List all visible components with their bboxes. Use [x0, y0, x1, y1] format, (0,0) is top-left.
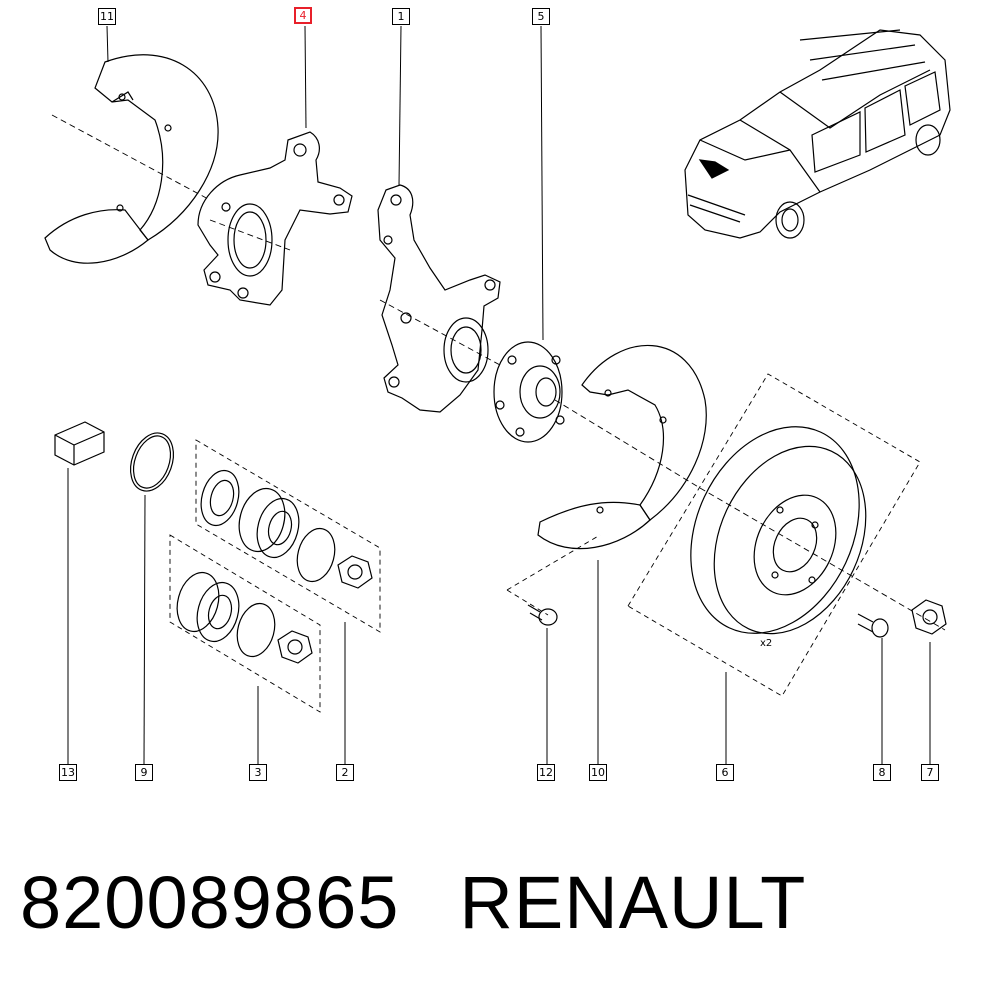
bearing-kit-3 — [176, 571, 313, 664]
part-number: 820089865 — [20, 861, 400, 944]
bolt-12 — [527, 604, 558, 626]
grease-cap — [54, 421, 105, 466]
callout-9: 9 — [135, 764, 153, 781]
steering-knuckle-highlighted — [197, 131, 353, 306]
callout-4-highlighted: 4 — [294, 7, 312, 24]
callout-13: 13 — [59, 764, 77, 781]
callout-8: 8 — [873, 764, 891, 781]
callout-12: 12 — [537, 764, 555, 781]
nut-7 — [911, 599, 947, 635]
axis-lines — [51, 114, 946, 631]
callout-5: 5 — [532, 8, 550, 25]
callout-2: 2 — [336, 764, 354, 781]
vehicle-illustration — [684, 29, 951, 239]
snap-ring — [129, 432, 175, 492]
callout-7: 7 — [921, 764, 939, 781]
brand-name: RENAULT — [459, 861, 807, 944]
bearing-kit-2 — [200, 469, 373, 589]
bolt-8 — [857, 613, 889, 638]
leader-lines — [67, 25, 931, 765]
backing-plate-right — [537, 344, 707, 550]
callout-6: 6 — [716, 764, 734, 781]
kit-boxes — [169, 373, 921, 713]
callout-11: 11 — [98, 8, 116, 25]
steering-knuckle — [377, 184, 501, 413]
backing-plate-left — [44, 54, 219, 264]
wheel-hub — [493, 341, 565, 443]
callout-3: 3 — [249, 764, 267, 781]
callout-1: 1 — [392, 8, 410, 25]
quantity-note: x2 — [760, 638, 773, 649]
footer-caption: 820089865 RENAULT — [20, 860, 806, 945]
callout-10: 10 — [589, 764, 607, 781]
brake-disc — [690, 426, 867, 635]
